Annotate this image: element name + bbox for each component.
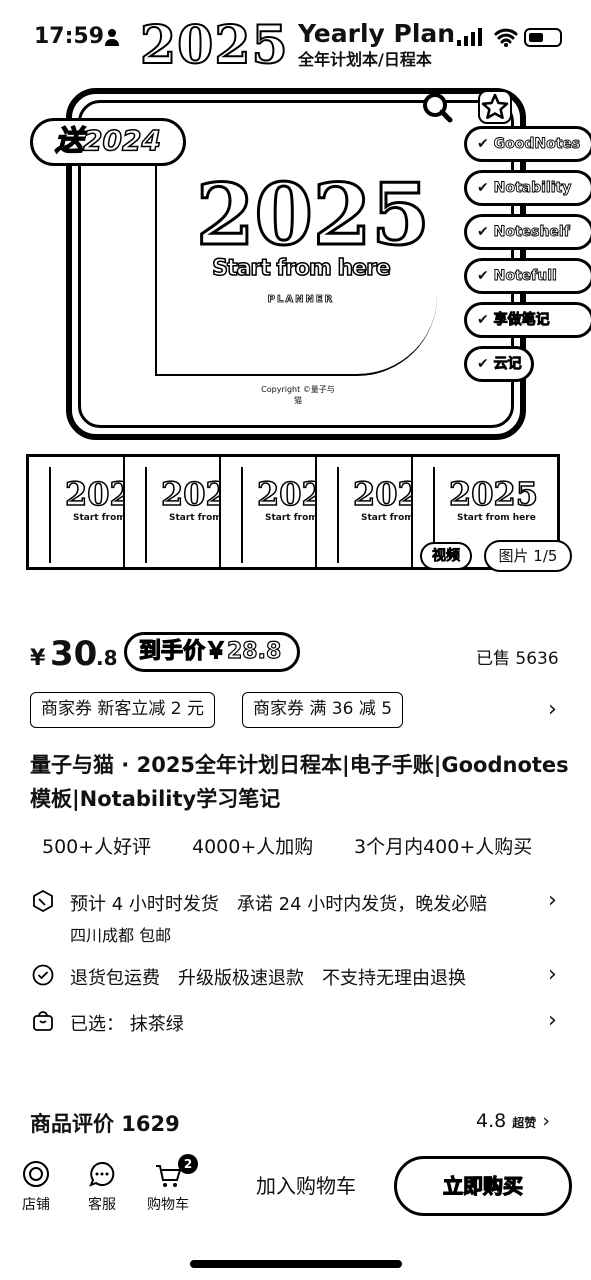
app-tag-noteshelf: ✔ Noteshelf (464, 214, 591, 250)
shipping-icon (33, 890, 53, 912)
shipping-row[interactable]: 预计 4 小时时发货 承诺 24 小时内发货，晚发必赔 四川成都 包邮 › (0, 880, 591, 945)
selected-variant-text: 已选： 抹茶绿 (70, 1014, 184, 1035)
photo-counter-tab[interactable]: 图片 1/5 (484, 540, 572, 572)
shop-icon[interactable] (22, 1160, 50, 1188)
thumbnail[interactable]: 202Start from he (317, 457, 413, 567)
wifi-icon (494, 28, 518, 47)
coupon-threshold[interactable]: 商家券 满 36 减 5 (242, 692, 404, 728)
bag-icon (33, 1011, 53, 1031)
thumbnail[interactable]: 202Start from he (29, 457, 125, 567)
hero-year: 2025 (195, 165, 432, 264)
returns-text: 退货包运费 升级版极速退款 不支持无理由退换 (70, 968, 466, 989)
reviews-heading[interactable]: 商品评价 1629 (30, 1112, 180, 1136)
battery-icon (524, 28, 562, 47)
star-icon (478, 90, 512, 124)
gift-badge: 送2024 (30, 118, 186, 166)
thumbnail[interactable]: 202Start from he (125, 457, 221, 567)
stat-reviews: 500+人好评 (42, 836, 152, 858)
page-outline (155, 150, 437, 376)
selected-variant-row[interactable]: 已选： 抹茶绿 › (0, 1000, 591, 1040)
review-score[interactable]: 4.8 超赞 › (476, 1110, 550, 1132)
header-subtitle: 全年计划本/日程本 (298, 50, 432, 69)
price-currency: ¥ (30, 646, 46, 671)
shipping-origin: 四川成都 包邮 (70, 926, 172, 945)
chevron-right-icon: › (548, 888, 557, 913)
stat-add-cart: 4000+人加购 (192, 836, 314, 858)
check-shield-icon (32, 964, 54, 986)
status-bar: 17:59 2025 Yearly Plan 全年计划本/日程本 (0, 0, 591, 75)
final-price-badge: 到手价￥28.8 (124, 632, 300, 672)
cart-label[interactable]: 购物车 (147, 1197, 189, 1213)
chevron-right-icon: › (548, 1008, 557, 1033)
signal-icon (457, 28, 482, 46)
home-indicator[interactable] (190, 1260, 402, 1268)
chevron-right-icon: › (548, 962, 557, 987)
customer-service-icon[interactable] (88, 1160, 116, 1188)
coupon-new-customer[interactable]: 商家券 新客立减 2 元 (30, 692, 216, 728)
shipping-text: 预计 4 小时时发货 承诺 24 小时内发货，晚发必赔 (70, 894, 488, 915)
person-icon (105, 29, 119, 46)
app-tag-goodnotes: ✔ GoodNotes (464, 126, 591, 162)
add-to-cart-button[interactable]: 加入购物车 (256, 1174, 356, 1198)
customer-service-label[interactable]: 客服 (88, 1197, 116, 1213)
coupon-chevron-icon[interactable]: › (548, 697, 557, 722)
thumbnail-strip: 202Start from he 202Start from he 202Sta… (26, 454, 560, 570)
cart-icon[interactable] (154, 1162, 182, 1190)
sold-count: 已售 5636 (476, 649, 559, 669)
hero-planner-label: PLANNER (267, 294, 335, 306)
video-tab[interactable]: 视频 (420, 542, 472, 570)
price-main: 30 (50, 634, 98, 674)
app-tag-notability: ✔ Notability (464, 170, 591, 206)
status-time: 17:59 (34, 24, 105, 49)
cart-count-badge: 2 (178, 1154, 198, 1174)
app-tag-yunji: ✔ 云记 (464, 346, 534, 382)
app-tag-xiangzuo: ✔ 享做笔记 (464, 302, 591, 338)
shop-label[interactable]: 店铺 (22, 1197, 50, 1213)
stat-purchases: 3个月内400+人购买 (354, 836, 533, 858)
returns-row[interactable]: 退货包运费 升级版极速退款 不支持无理由退换 › (0, 954, 591, 994)
hero-copyright: Copyright ©量子与猫 (261, 385, 335, 405)
price-cents: .8 (96, 646, 118, 670)
buy-now-button[interactable]: 立即购买 (394, 1156, 572, 1216)
header-year: 2025 (139, 15, 289, 76)
thumbnail[interactable]: 202Start from he (221, 457, 317, 567)
hero-tagline: Start from here (211, 255, 391, 282)
product-title: 量子与猫 · 2025全年计划日程本|电子手账|Goodnotes模板|Nota… (30, 753, 569, 811)
app-tag-notefull: ✔ Notefull (464, 258, 591, 294)
header-plan: Yearly Plan (298, 19, 456, 48)
zoom-icon (423, 93, 453, 123)
